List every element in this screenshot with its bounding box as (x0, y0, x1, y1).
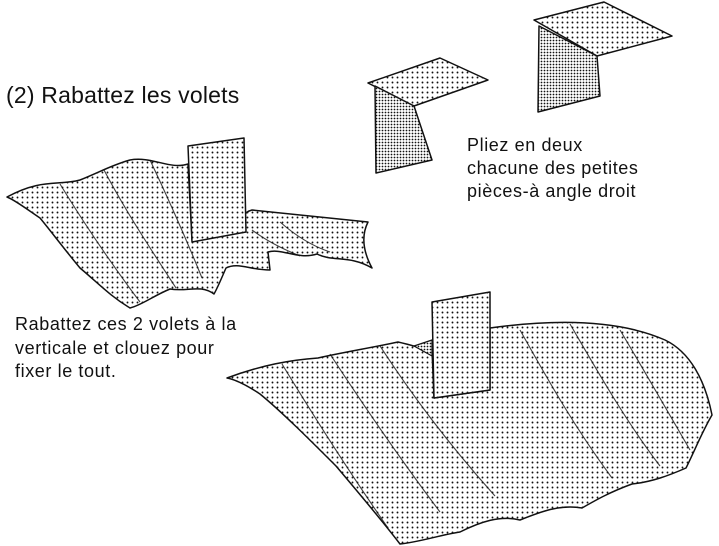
corrugated-sheet-upper (6, 137, 373, 309)
fold-instruction: Pliez en deux chacune des petites pièces… (467, 135, 639, 201)
folded-piece-small (367, 57, 489, 174)
raise-instruction: Rabattez ces 2 volets à la verticale et … (15, 314, 237, 381)
folded-piece-large-face (537, 25, 601, 113)
folded-piece-large (533, 1, 673, 113)
folded-piece-small-face (374, 85, 433, 174)
corrugated-sheet-lower-surface (226, 321, 713, 545)
sheet-flap-lower-edge (413, 339, 433, 357)
step-title: (2) Rabattez les volets (6, 82, 240, 108)
folded-piece-large-top (533, 1, 673, 57)
corrugation-ridges-upper (59, 159, 331, 303)
corrugated-sheet-lower (226, 291, 713, 545)
sheet-flap-upper (187, 137, 247, 243)
corrugated-sheet-upper-surface (6, 158, 373, 309)
sheet-flap-lower (431, 291, 491, 399)
corrugation-ridges-lower (281, 323, 691, 529)
